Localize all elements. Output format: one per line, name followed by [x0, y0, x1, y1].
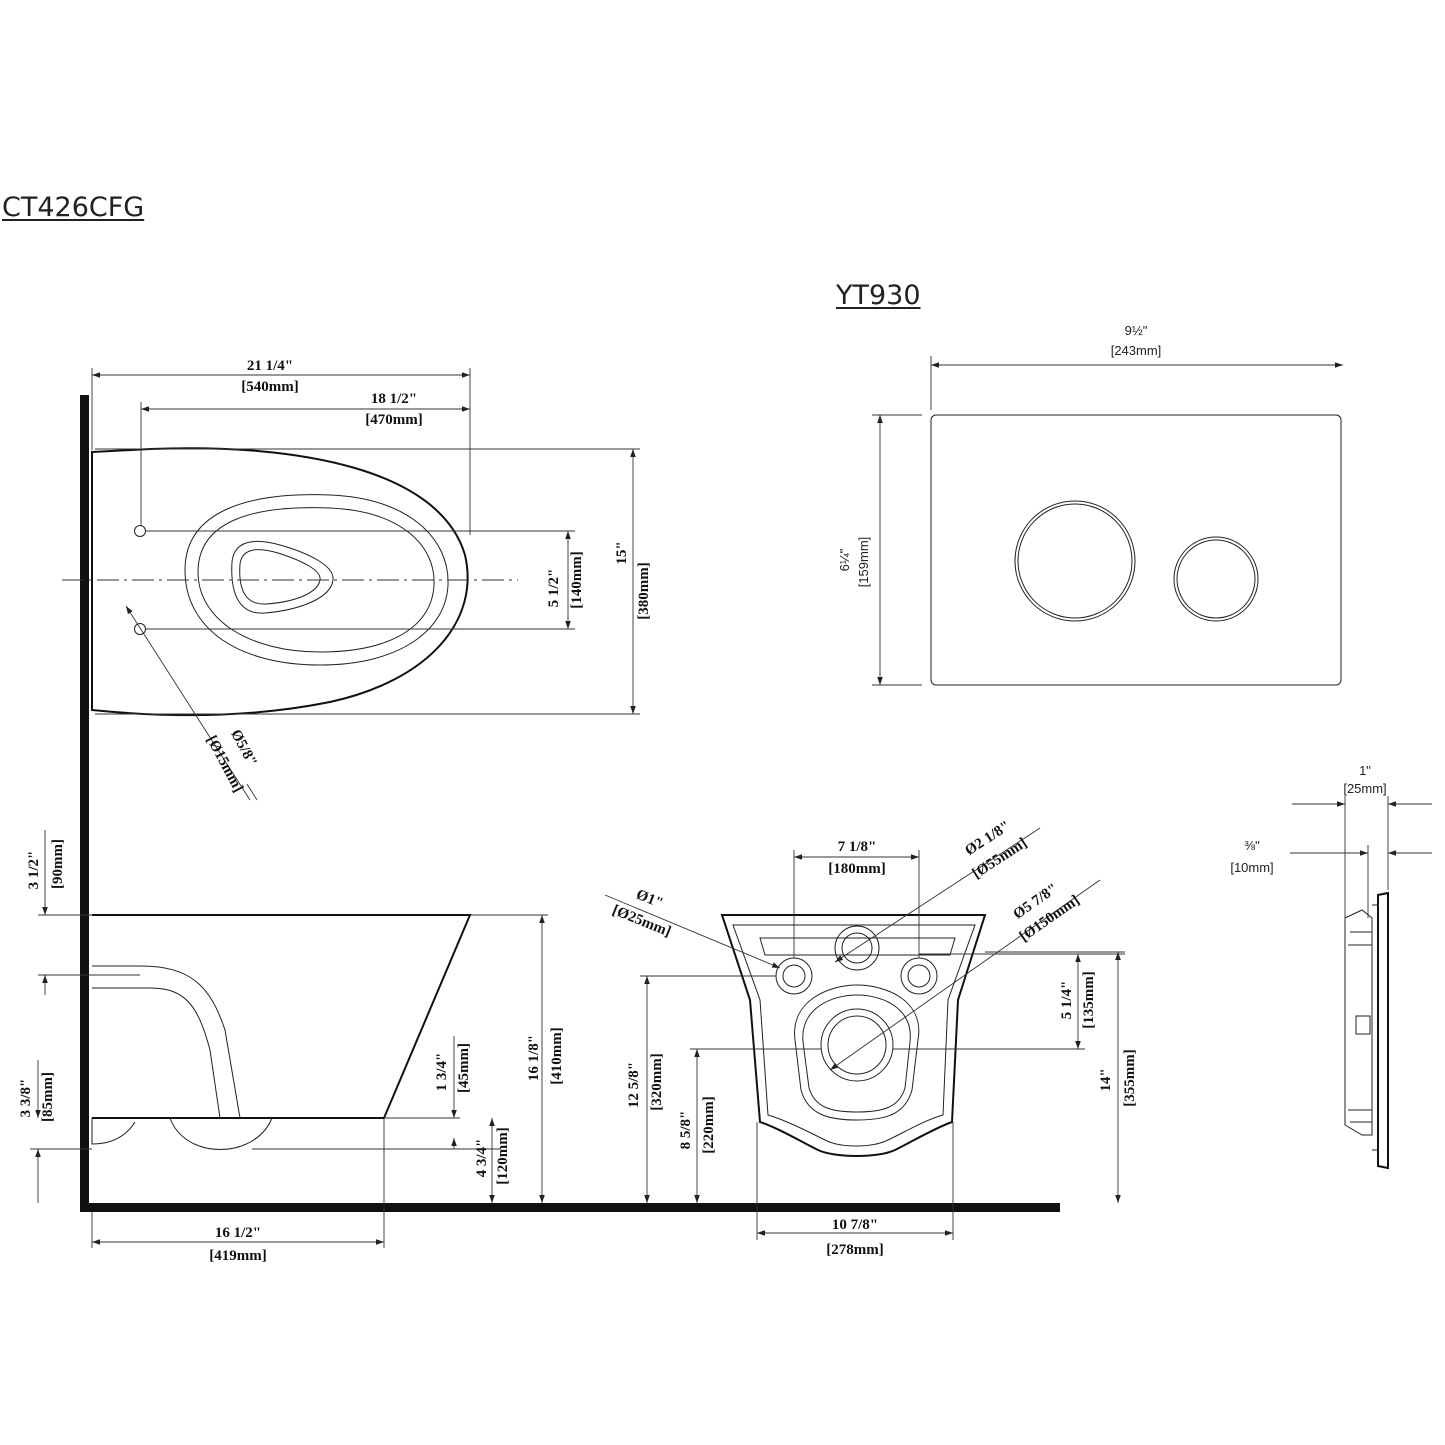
bolt-hole-top-icon [134, 525, 146, 537]
bowl-outline [91, 447, 469, 717]
rear-bowl-inner [802, 994, 911, 1113]
base-width-label: 10 7/8" [832, 1217, 878, 1233]
plate-body-side [1344, 909, 1373, 1136]
bottom-clearance-label: 4 3/4" [474, 1139, 490, 1178]
inlet-to-outlet-metric: [135mm] [1081, 971, 1097, 1028]
trapway-upper [92, 965, 241, 1119]
plate-face-metric: [10mm] [1230, 860, 1273, 875]
inlet-to-outlet-label: 5 1/4" [1059, 981, 1075, 1020]
left-inlet-icon [775, 957, 813, 995]
rim-height-label: 16 1/8" [526, 1035, 542, 1081]
bolt-to-front-label: 18 1/2" [371, 391, 417, 407]
outlet-height-rear-metric: [220mm] [701, 1096, 717, 1153]
outlet-height-metric: [85mm] [40, 1072, 56, 1122]
plate-width-label: 9½" [1125, 323, 1148, 338]
mount-height-metric: [355mm] [1122, 1049, 1138, 1106]
rear-outline [720, 914, 987, 1157]
bottom-clearance-metric: [120mm] [495, 1127, 511, 1184]
inlet-height-label: 12 5/8" [626, 1062, 642, 1108]
bolt-spacing-label: 5 1/2" [546, 569, 562, 608]
inlet-spacing-metric: [180mm] [828, 861, 885, 877]
toilet-top-view: 21 1/4" [540mm] 18 1/2" [470mm] 15" [380… [62, 358, 652, 801]
inlet-height-metric: [320mm] [649, 1053, 665, 1110]
inlet-spacing-label: 7 1/8" [838, 839, 877, 855]
bowl-opening-outer [231, 540, 334, 614]
base-length-label: 16 1/2" [215, 1225, 261, 1241]
bolt-to-front-metric: [470mm] [365, 412, 422, 428]
top-thickness-metric: [90mm] [50, 839, 66, 889]
bolt-spacing-metric: [140mm] [569, 551, 585, 608]
plate-depth-metric: [25mm] [1343, 781, 1386, 796]
center-inlet-icon [834, 925, 880, 971]
plate-height-metric: [159mm] [856, 537, 871, 588]
bolt-hole-bottom-icon [134, 623, 146, 635]
trapway-lower [92, 987, 221, 1119]
top-thickness-label: 3 1/2" [26, 851, 42, 890]
plate-height-label: 6¼" [837, 548, 852, 571]
plate-model-title: YT930 [836, 280, 921, 311]
outlet-height-rear-label: 8 5/8" [678, 1111, 694, 1150]
bowl-rim-outer [184, 494, 449, 666]
rear-bowl-body [794, 984, 920, 1121]
plate-clip [1355, 1015, 1371, 1035]
outlet-height-label: 3 3/8" [18, 1079, 34, 1118]
flush-plate-side-view: 1" [25mm] ⅜" [10mm] [1230, 763, 1432, 1170]
rear-inner-outline [732, 924, 976, 1147]
rim-height-metric: [410mm] [549, 1027, 565, 1084]
toilet-rear-view: 7 1/8" [180mm] Ø2 1/8" [Ø55mm] Ø1" [Ø25m… [604, 818, 1138, 1258]
bowl-opening-inner [239, 549, 321, 605]
bowl-side-outline [92, 914, 472, 1119]
flush-plate-front-view: 9½" [243mm] 6¼" [159mm] [837, 323, 1343, 686]
floor-line [80, 1203, 1060, 1212]
plate-face-side [1377, 891, 1389, 1170]
plate-face-label: ⅜" [1244, 838, 1260, 853]
outlet-bulge [169, 1117, 273, 1150]
wall-line [80, 395, 89, 1211]
mount-height-label: 14" [1098, 1068, 1114, 1091]
rear-foot [91, 1118, 136, 1145]
overall-length-label: 21 1/4" [247, 358, 293, 374]
right-inlet-icon [900, 957, 938, 995]
bowl-rim-inner [197, 507, 435, 653]
outlet-icon [820, 1008, 894, 1082]
base-step-label: 1 3/4" [434, 1053, 450, 1092]
side-inlet-metric: [Ø25mm] [610, 902, 673, 940]
plate-outline [930, 414, 1342, 686]
toilet-model-title: CT426CFG [2, 192, 145, 223]
overall-length-metric: [540mm] [241, 379, 298, 395]
overall-width-metric: [380mm] [636, 562, 652, 619]
half-flush-button[interactable] [1173, 536, 1259, 622]
overall-width-label: 15" [614, 541, 630, 564]
toilet-side-view: 3 1/2" [90mm] 16 1/8" [410mm] 1 3/4" [45… [18, 830, 565, 1264]
base-width-metric: [278mm] [826, 1242, 883, 1258]
plate-width-metric: [243mm] [1111, 343, 1162, 358]
full-flush-button[interactable] [1014, 500, 1136, 622]
rear-top-frame [759, 937, 956, 956]
side-inlet-label: Ø1" [634, 887, 665, 912]
base-length-metric: [419mm] [209, 1248, 266, 1264]
plate-depth-label: 1" [1359, 763, 1371, 778]
base-step-metric: [45mm] [456, 1043, 472, 1093]
